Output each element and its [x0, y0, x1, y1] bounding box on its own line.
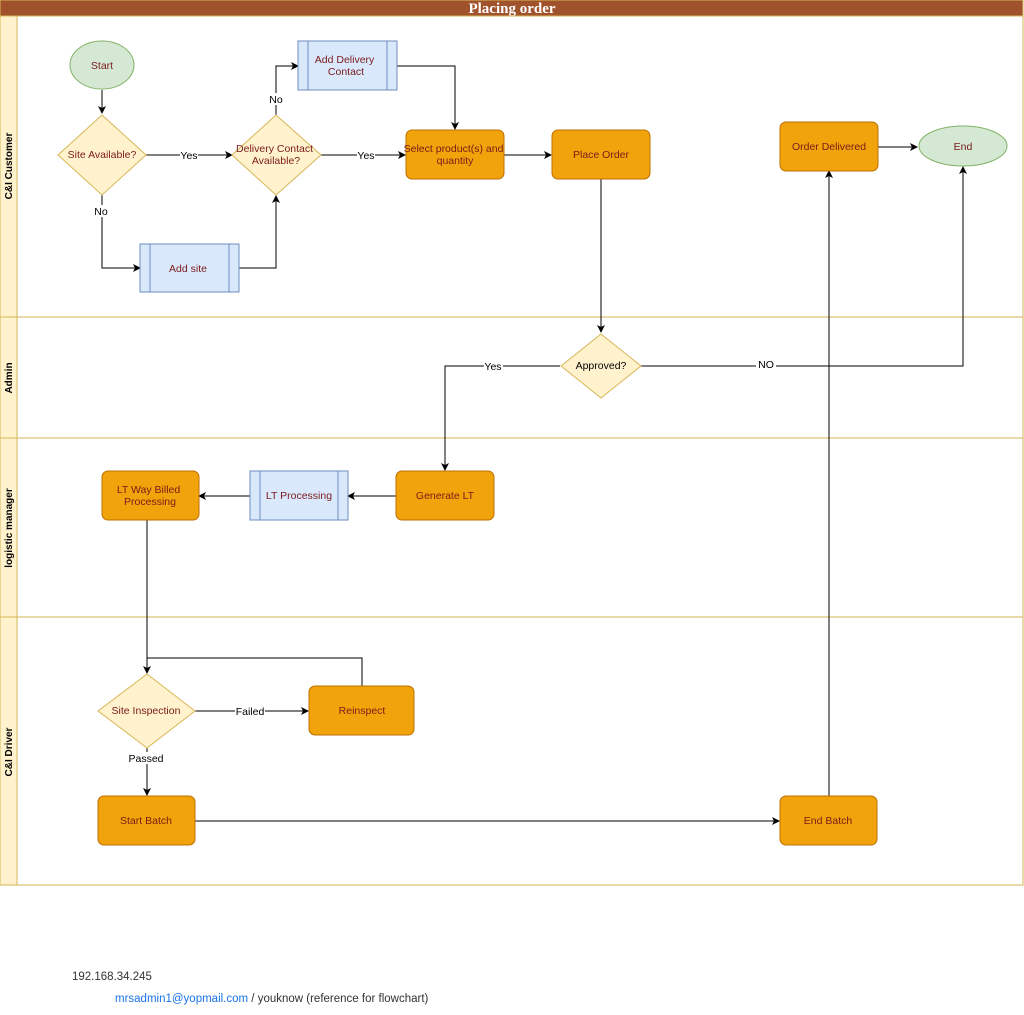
edge-add-site-to-contact: [239, 195, 280, 269]
svg-text:LT Way Billed Processing: LT Way Billed Processing: [117, 484, 183, 508]
node-place-order-label: Place Order: [573, 149, 630, 161]
label-approved-no: NO: [758, 359, 774, 371]
edge-reinspect-loop: [147, 657, 363, 686]
label-contact-no: No: [269, 94, 283, 106]
node-generate-lt-label: Generate LT: [416, 490, 475, 502]
node-add-delivery-contact-label-line2: Contact: [328, 66, 364, 78]
node-select-products-label-line2: quantity: [437, 155, 475, 167]
node-reinspect: Reinspect: [308, 685, 415, 736]
node-delivery-contact-label-line1: Delivery Contact: [236, 143, 313, 155]
pool-title: Placing order: [468, 1, 555, 17]
node-end-batch: End Batch: [779, 795, 878, 846]
node-site-available-label: Site Available?: [68, 149, 137, 161]
node-generate-lt: Generate LT: [395, 470, 495, 521]
label-site-yes: Yes: [180, 150, 197, 162]
lane-label-admin: Admin: [4, 362, 15, 393]
node-approved-label: Approved?: [576, 360, 627, 372]
footer-ip-address: 192.168.34.245: [72, 971, 152, 983]
svg-text:Select product(s) and qu: Select product(s) and quantity: [404, 143, 507, 167]
node-order-delivered: Order Delivered: [779, 121, 879, 172]
edge-approved-yes: [441, 365, 560, 471]
footer-credentials-note: / youknow (reference for flowchart): [248, 993, 429, 1005]
node-lt-way-billed: LT Way Billed Processing: [101, 470, 200, 521]
lane-label-customer: C&I Customer: [4, 133, 15, 200]
footer-email-link[interactable]: mrsadmin1@yopmail.com: [115, 993, 249, 1005]
node-delivery-contact-label-line2: Available?: [252, 155, 300, 167]
node-order-delivered-label: Order Delivered: [792, 141, 866, 153]
svg-text:Delivery Contact Availab: Delivery Contact Available?: [236, 143, 316, 167]
node-select-products-label-line1: Select product(s) and: [404, 143, 504, 155]
label-site-no: No: [94, 206, 108, 218]
edge-approved-no: [641, 166, 967, 367]
node-select-products: Select product(s) and quantity: [404, 129, 507, 180]
edge-site-available-no: [101, 195, 141, 272]
node-add-site-label: Add site: [169, 263, 207, 275]
node-delivery-contact-available: Delivery Contact Available?: [231, 114, 322, 196]
pool-title-bar: Placing order: [0, 0, 1024, 17]
node-site-inspection: Site Inspection: [97, 673, 196, 749]
edge-add-contact-to-select: [397, 65, 459, 130]
label-inspection-failed: Failed: [236, 706, 265, 718]
node-site-available: Site Available?: [57, 114, 147, 196]
node-site-inspection-label: Site Inspection: [112, 705, 181, 717]
node-reinspect-label: Reinspect: [339, 705, 386, 717]
node-add-site: Add site: [139, 243, 240, 293]
node-start-batch: Start Batch: [97, 795, 196, 846]
node-lt-processing: LT Processing: [249, 470, 349, 521]
label-approved-yes: Yes: [484, 361, 501, 373]
node-lt-processing-label: LT Processing: [266, 490, 332, 502]
footer-credentials: mrsadmin1@yopmail.com / youknow (referen…: [115, 993, 428, 1005]
node-end: End: [918, 125, 1008, 167]
swimlane-logistics: logistic manager: [0, 437, 1024, 618]
node-approved: Approved?: [560, 333, 642, 399]
node-start-batch-label: Start Batch: [120, 815, 172, 827]
lane-label-driver: C&I Driver: [4, 727, 15, 776]
node-lt-way-billed-label-line1: LT Way Billed: [117, 484, 181, 496]
label-inspection-passed: Passed: [128, 753, 163, 765]
lane-label-logistics: logistic manager: [4, 488, 15, 568]
node-lt-way-billed-label-line2: Processing: [124, 496, 176, 508]
node-end-batch-label: End Batch: [804, 815, 853, 827]
node-end-label: End: [954, 141, 973, 153]
node-start-label: Start: [91, 60, 113, 72]
svg-text:Add Delivery Contact: Add Delivery Contact: [315, 54, 377, 78]
node-start: Start: [69, 40, 135, 90]
node-place-order: Place Order: [551, 129, 651, 180]
node-add-delivery-contact: Add Delivery Contact: [297, 40, 398, 91]
node-add-delivery-contact-label-line1: Add Delivery: [315, 54, 375, 66]
swimlane-admin: Admin: [0, 316, 1024, 439]
label-contact-yes: Yes: [357, 150, 374, 162]
